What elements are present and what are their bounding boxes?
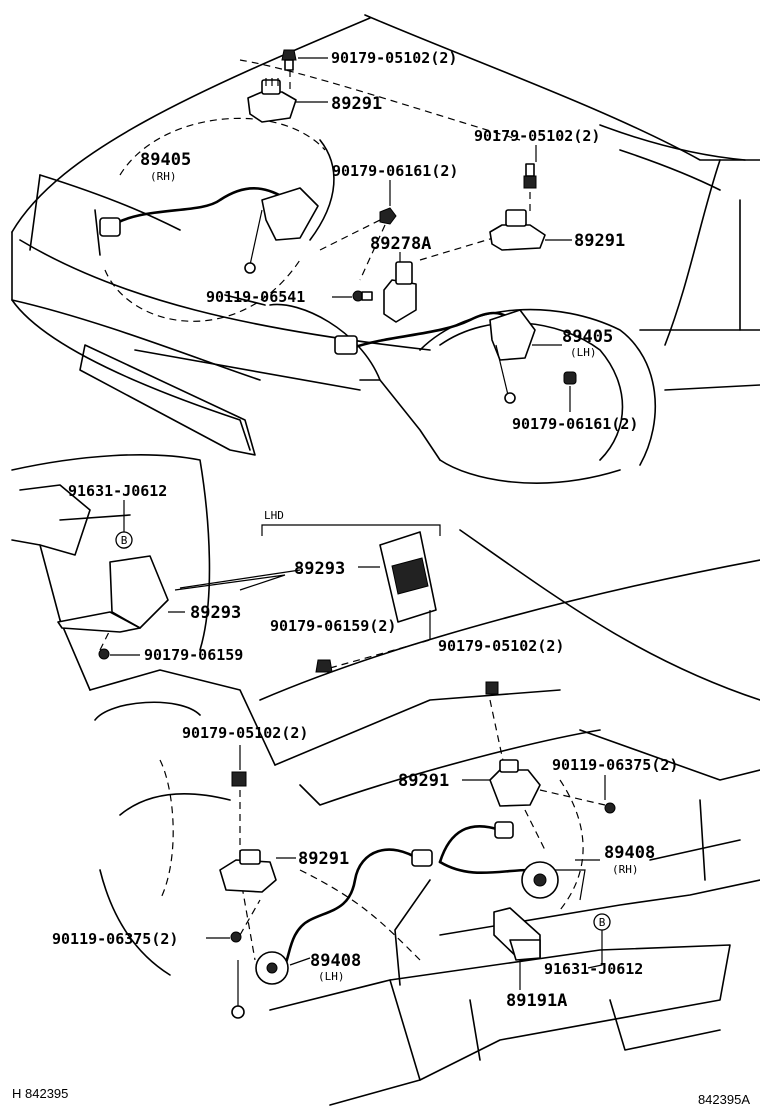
marker-b-upper: B — [115, 531, 133, 549]
screw-rear-right[interactable] — [604, 802, 616, 814]
label-89408-lh: 89408 — [310, 951, 361, 971]
actuator-89291-right[interactable] — [489, 209, 546, 251]
leader-lines — [110, 57, 606, 990]
screw-90119-06541[interactable] — [352, 290, 373, 302]
ecu-89293-lhd[interactable] — [379, 531, 437, 640]
nut-left-bracket[interactable] — [98, 648, 110, 660]
marker-b-lower: B — [593, 913, 611, 931]
height-sensor-89405-rh[interactable] — [99, 187, 319, 274]
label-89408-lh-side: (LH) — [318, 970, 345, 983]
label-90179-06161-upper: 90179-06161(2) — [332, 162, 458, 180]
label-89405-lh-side: (LH) — [570, 346, 597, 359]
label-89405-rh: 89405 — [140, 150, 191, 170]
label-90119-06375-left: 90119-06375(2) — [52, 930, 178, 948]
actuator-89291-rear-mid[interactable] — [489, 759, 541, 807]
bolt-rear-mid[interactable] — [485, 681, 499, 695]
label-90179-05102-right: 90179-05102(2) — [474, 127, 600, 145]
marker-b-lower-text: B — [599, 916, 606, 929]
bracket-89191A[interactable] — [493, 907, 541, 961]
label-89291-right: 89291 — [574, 231, 625, 251]
label-89291-rear-mid: 89291 — [398, 771, 449, 791]
assembly-connection-lines — [99, 70, 606, 961]
actuator-89291-rear-left[interactable] — [219, 849, 277, 893]
bolt-top[interactable] — [281, 49, 297, 71]
label-89291-rear-left: 89291 — [298, 849, 349, 869]
label-89408-rh-side: (RH) — [612, 863, 639, 876]
bolt-ecu[interactable] — [315, 659, 333, 673]
nut-lh-sensor[interactable] — [563, 371, 577, 385]
label-90179-06159: 90179-06159 — [144, 646, 243, 664]
label-89405-lh: 89405 — [562, 327, 613, 347]
nut-upper[interactable] — [379, 207, 397, 225]
bolt-right-upper[interactable] — [523, 163, 537, 189]
footer-diagram-id-left: H 842395 — [12, 1086, 68, 1101]
label-89405-rh-side: (RH) — [150, 170, 177, 183]
label-90179-06161-lower: 90179-06161(2) — [512, 415, 638, 433]
label-90179-06159-2: 90179-06159(2) — [270, 617, 396, 635]
label-91631-j0612-upper: 91631-J0612 — [68, 482, 167, 500]
label-89278a: 89278A — [370, 234, 431, 254]
ecu-89293-bracket[interactable] — [57, 533, 169, 633]
label-90179-05102-mid: 90179-05102(2) — [438, 637, 564, 655]
actuator-89291-top[interactable] — [247, 78, 297, 123]
rear-vehicle-outline — [11, 453, 760, 1106]
label-89191a: 89191A — [506, 991, 567, 1011]
height-sensor-89408-rh[interactable] — [438, 821, 586, 901]
label-89293: 89293 — [190, 603, 241, 623]
marker-b-upper-text: B — [121, 534, 128, 547]
bolt-rear-left[interactable] — [231, 771, 247, 787]
front-vehicle-outline — [11, 14, 760, 484]
relay-89278A[interactable] — [383, 261, 417, 323]
height-sensor-89408-lh[interactable] — [231, 848, 433, 1019]
label-90179-05102-rear: 90179-05102(2) — [182, 724, 308, 742]
label-89291-top: 89291 — [331, 94, 382, 114]
part-labels: 90179-05102(2) 89291 90179-05102(2) 8940… — [52, 49, 678, 1011]
label-91631-j0612-lower: 91631-J0612 — [544, 960, 643, 978]
label-90119-06541: 90119-06541 — [206, 288, 305, 306]
screw-rear-left[interactable] — [230, 931, 242, 943]
footer-diagram-id-right: 842395A — [698, 1092, 750, 1107]
label-90119-06375-right: 90119-06375(2) — [552, 756, 678, 774]
label-90179-05102-top: 90179-05102(2) — [331, 49, 457, 67]
height-sensor-89405-lh[interactable] — [334, 309, 536, 404]
label-lhd: LHD — [264, 509, 284, 522]
label-89408-rh: 89408 — [604, 843, 655, 863]
label-89293-lhd: 89293 — [294, 559, 345, 579]
